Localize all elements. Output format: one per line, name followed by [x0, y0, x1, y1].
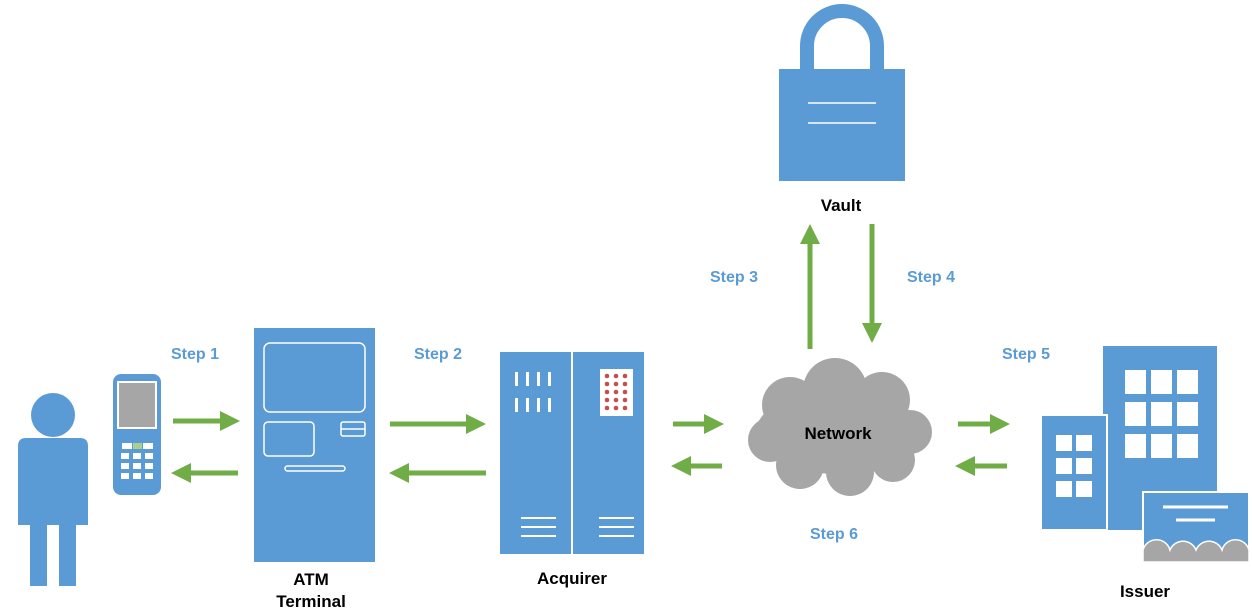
atm-label-line1: ATM — [293, 570, 329, 589]
padlock-icon — [779, 4, 905, 181]
bank-buildings-icon — [1040, 346, 1250, 563]
network-label: Network — [804, 424, 872, 443]
atm-label-line2: Terminal — [276, 592, 346, 611]
step-3-label: Step 3 — [710, 269, 758, 286]
step-4-label: Step 4 — [907, 269, 955, 286]
step-6-label: Step 6 — [810, 526, 858, 543]
person-icon — [18, 393, 88, 586]
cloud-icon — [748, 358, 932, 496]
step-2-label: Step 2 — [414, 346, 462, 363]
atm-terminal-icon — [254, 328, 375, 562]
acquirer-label: Acquirer — [537, 569, 607, 588]
server-cabinet-icon — [500, 352, 644, 554]
step-5-label: Step 5 — [1002, 346, 1050, 363]
vault-label: Vault — [821, 196, 862, 215]
mobile-phone-icon — [113, 374, 161, 495]
issuer-label: Issuer — [1120, 582, 1170, 601]
step-1-label: Step 1 — [171, 346, 219, 363]
